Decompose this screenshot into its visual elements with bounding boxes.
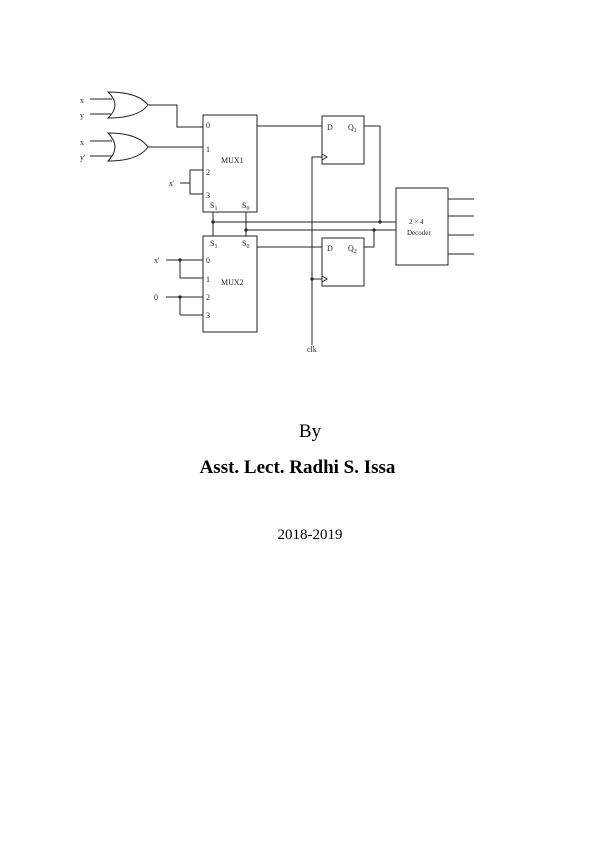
decoder-size-label: 2 × 4 (409, 218, 424, 226)
mux1-select-1: S1 (210, 201, 217, 212)
or1-input-a-label: x (80, 96, 84, 105)
mux2-select-0: S0 (242, 239, 249, 250)
or2-input-b-label: y' (80, 153, 86, 162)
mux1-input-2: 2 (206, 168, 210, 177)
mux1-label: MUX1 (221, 156, 244, 165)
mux2-select-1: S1 (210, 239, 217, 250)
mux1-block (202, 114, 258, 213)
by-label: By (298, 421, 322, 442)
ff2-q-label: Q2 (348, 244, 357, 255)
mux2-input-2: 2 (206, 293, 210, 302)
mux2-input-1: 1 (206, 275, 210, 284)
author-name: Asst. Lect. Radhi S. Issa (199, 457, 396, 478)
decoder-block (395, 187, 449, 266)
ff1-q-label: Q1 (348, 123, 357, 134)
academic-year: 2018-2019 (277, 527, 343, 543)
or1-input-b-label: y (80, 111, 84, 120)
mux2-block (202, 235, 258, 333)
flip-flop-1 (321, 115, 365, 165)
or-gate-1 (106, 91, 149, 119)
ff1-d-label: D (327, 123, 333, 132)
mux2-input-0: 0 (206, 256, 210, 265)
mux2-label: MUX2 (221, 278, 244, 287)
ff2-d-label: D (327, 244, 333, 253)
or2-input-a-label: x (80, 138, 84, 147)
mux2-input-0-signal-label: x' (154, 256, 160, 265)
mux2-input-3: 3 (206, 311, 210, 320)
clock-label: clk (307, 345, 317, 354)
mux1-select-0: S0 (242, 201, 249, 212)
flip-flop-2 (321, 237, 365, 287)
mux1-input-2-signal-label: x' (169, 179, 175, 188)
mux1-input-3: 3 (206, 191, 210, 200)
mux1-input-1: 1 (206, 145, 210, 154)
circuit-diagram: x y x y' 0 1 2 3 MUX1 S1 S0 x' D Q1 S1 S… (80, 91, 474, 354)
mux1-input-0: 0 (206, 121, 210, 130)
decoder-name-label: Decoder (407, 229, 431, 237)
or-gate-2 (106, 132, 149, 162)
mux2-input-2-signal-label: 0 (154, 293, 158, 302)
